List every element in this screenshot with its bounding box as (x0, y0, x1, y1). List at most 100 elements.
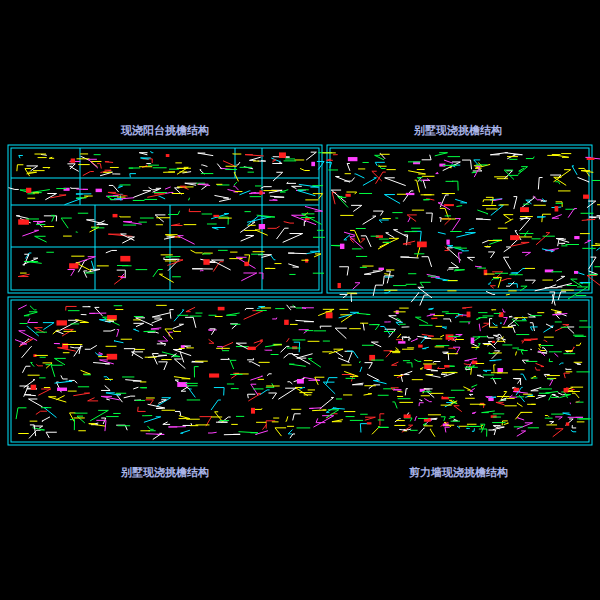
detail-line (327, 159, 333, 160)
rebar-mark (97, 265, 109, 266)
concrete-section (379, 268, 384, 270)
detail-line (44, 408, 56, 418)
detail-line (339, 312, 359, 318)
rebar-mark (414, 253, 424, 254)
detail-line (396, 318, 400, 320)
detail-line (542, 214, 551, 222)
detail-line (449, 167, 451, 169)
detail-line (472, 385, 478, 387)
rebar-mark (422, 391, 431, 392)
detail-line (491, 205, 504, 215)
detail-line (456, 205, 462, 207)
detail-line (100, 172, 112, 176)
detail-line (109, 185, 119, 192)
rebar-mark (507, 156, 518, 157)
rebar-mark (230, 252, 237, 253)
rebar-mark (39, 377, 46, 378)
detail-line (371, 342, 381, 347)
detail-line (525, 280, 535, 283)
detail-line (101, 396, 120, 400)
detail-line (538, 351, 545, 356)
rebar-mark (105, 379, 113, 380)
rebar-mark (502, 344, 512, 345)
rebar-mark (563, 353, 575, 354)
rebar-mark (347, 293, 357, 294)
detail-line (214, 388, 224, 396)
rebar-mark (244, 211, 250, 212)
detail-line (251, 384, 258, 395)
detail-line (420, 367, 423, 369)
detail-line (265, 350, 273, 351)
detail-line (290, 434, 295, 438)
detail-line (511, 272, 518, 273)
detail-line (545, 416, 549, 417)
rebar-mark (78, 386, 89, 387)
rebar-mark (179, 348, 185, 349)
detail-line (402, 326, 410, 327)
detail-line (214, 195, 228, 198)
concrete-section (279, 152, 286, 158)
drawing-title: 现浇阳台挑檐结构 (121, 123, 209, 138)
rebar-mark (412, 210, 424, 211)
detail-line (303, 377, 320, 380)
detail-line (54, 343, 60, 344)
detail-line (456, 233, 475, 238)
detail-line (244, 311, 263, 320)
detail-line (385, 178, 406, 186)
detail-line (488, 430, 495, 435)
detail-line (385, 329, 396, 337)
rebar-mark (356, 256, 367, 257)
detail-line (483, 200, 492, 202)
detail-line (521, 341, 523, 343)
rebar-mark (421, 395, 430, 396)
detail-line (426, 213, 432, 222)
detail-line (249, 192, 256, 193)
rebar-mark (360, 323, 368, 324)
detail-line (107, 399, 110, 401)
rebar-mark (140, 381, 146, 382)
rebar-mark (445, 215, 451, 216)
detail-line (462, 160, 471, 169)
detail-line (571, 430, 576, 432)
detail-line (367, 374, 379, 380)
detail-line (261, 187, 272, 189)
detail-line (31, 363, 35, 367)
detail-line (347, 351, 358, 358)
rebar-mark (561, 153, 571, 154)
detail-line (272, 160, 276, 162)
rebar-mark (490, 378, 501, 379)
rebar-mark (117, 265, 128, 266)
detail-line (35, 236, 47, 242)
concrete-section (259, 224, 265, 229)
rebar-mark (71, 256, 84, 257)
detail-line (420, 282, 430, 286)
detail-line (201, 165, 207, 167)
detail-line (527, 404, 535, 405)
concrete-section (444, 204, 454, 206)
detail-line (212, 228, 225, 230)
detail-line (402, 337, 407, 340)
rebar-mark (110, 199, 116, 200)
detail-line (411, 293, 419, 302)
rebar-mark (308, 389, 315, 390)
detail-line (38, 389, 50, 395)
detail-line (77, 416, 85, 423)
rebar-mark (180, 171, 187, 172)
detail-line (158, 336, 168, 341)
rebar-mark (253, 161, 259, 162)
rebar-mark (165, 260, 176, 261)
rebar-mark (218, 218, 231, 219)
rebar-mark (532, 238, 541, 239)
detail-line (419, 403, 424, 406)
concrete-section (177, 382, 187, 387)
detail-line (271, 158, 280, 161)
rebar-mark (421, 194, 435, 195)
detail-line (403, 241, 415, 244)
concrete-section (587, 158, 595, 160)
detail-line (85, 345, 97, 349)
rebar-mark (106, 416, 118, 417)
rebar-mark (314, 330, 326, 331)
rebar-mark (256, 422, 266, 423)
detail-line (538, 178, 542, 190)
concrete-section (107, 354, 117, 360)
